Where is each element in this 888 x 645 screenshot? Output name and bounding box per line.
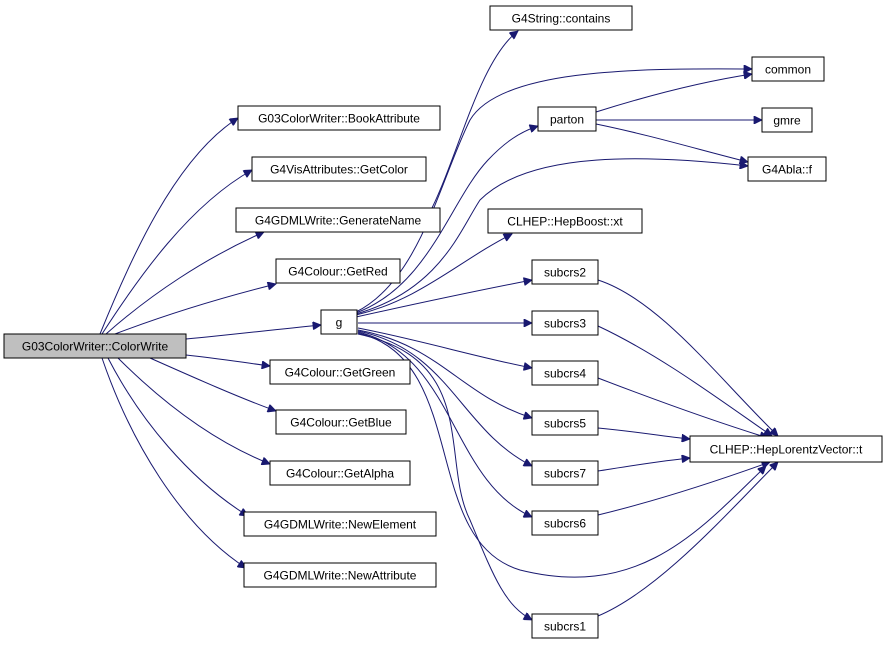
node-getred[interactable]: G4Colour::GetRed <box>275 258 401 284</box>
edge-g-hepboost <box>355 233 512 316</box>
node-label: G4Colour::GetRed <box>288 265 387 279</box>
edge-subcrs6-heplv <box>597 462 770 516</box>
node-label: common <box>765 63 811 77</box>
node-label: subcrs4 <box>544 367 586 381</box>
nodes: G03ColorWriter::ColorWrite G03ColorWrite… <box>3 5 883 639</box>
node-newelement[interactable]: G4GDMLWrite::NewElement <box>243 511 437 537</box>
node-label: G4GDMLWrite::NewAttribute <box>264 569 417 583</box>
node-g4ablaf[interactable]: G4Abla::f <box>747 156 827 182</box>
edge-subcrs1-heplv <box>597 462 778 617</box>
node-contains[interactable]: G4String::contains <box>489 5 633 31</box>
edge-subcrs3-heplv <box>597 325 772 436</box>
node-label: G4Abla::f <box>762 163 813 177</box>
edge-colorwrite-getgreen <box>185 354 270 366</box>
node-label: CLHEP::HepBoost::xt <box>507 215 623 229</box>
edge-g-heplv <box>357 332 766 578</box>
edge-subcrs7-heplv <box>597 458 690 472</box>
node-label: G03ColorWriter::ColorWrite <box>22 340 169 354</box>
edge-colorwrite-getblue <box>149 357 276 411</box>
edge-g-parton <box>355 126 538 314</box>
node-bookattr[interactable]: G03ColorWriter::BookAttribute <box>237 105 441 131</box>
node-genname[interactable]: G4GDMLWrite::GenerateName <box>235 207 441 233</box>
node-subcrs7[interactable]: subcrs7 <box>531 460 599 486</box>
node-colorwrite[interactable]: G03ColorWriter::ColorWrite <box>3 333 187 359</box>
node-getalpha[interactable]: G4Colour::GetAlpha <box>269 460 411 486</box>
node-subcrs1[interactable]: subcrs1 <box>531 613 599 639</box>
edge-colorwrite-newattr <box>101 357 246 568</box>
node-label: G4GDMLWrite::GenerateName <box>255 214 422 228</box>
edge-g-subcrs7 <box>357 330 532 467</box>
node-label: subcrs1 <box>544 620 586 634</box>
edge-colorwrite-getalpha <box>117 357 270 464</box>
node-label: subcrs5 <box>544 417 586 431</box>
node-common[interactable]: common <box>751 56 825 82</box>
edge-colorwrite-g <box>185 325 321 340</box>
edges <box>99 31 778 621</box>
node-label: parton <box>550 113 584 127</box>
edge-colorwrite-genname <box>105 232 264 335</box>
node-gmre[interactable]: gmre <box>761 107 813 133</box>
edge-parton-common <box>595 74 752 113</box>
node-getcolor[interactable]: G4VisAttributes::GetColor <box>251 156 427 182</box>
edge-subcrs5-heplv <box>597 427 690 439</box>
node-getgreen[interactable]: G4Colour::GetGreen <box>269 359 411 385</box>
node-label: G4String::contains <box>512 12 611 26</box>
node-label: subcrs2 <box>544 266 586 280</box>
edge-colorwrite-bookattr <box>99 118 238 335</box>
edge-g-subcrs5 <box>357 329 532 418</box>
edge-parton-g4ablaf <box>595 123 748 162</box>
node-label: subcrs3 <box>544 317 586 331</box>
edge-subcrs4-heplv <box>597 377 768 438</box>
node-g[interactable]: g <box>320 309 358 335</box>
node-label: subcrs6 <box>544 517 586 531</box>
node-label: G4Colour::GetGreen <box>285 366 396 380</box>
node-label: G4GDMLWrite::NewElement <box>264 518 417 532</box>
node-getblue[interactable]: G4Colour::GetBlue <box>275 409 407 435</box>
node-label: g <box>336 316 343 330</box>
edge-g-subcrs1 <box>357 333 532 621</box>
node-label: gmre <box>773 114 801 128</box>
edge-colorwrite-getcolor <box>101 170 252 335</box>
edge-colorwrite-newelement <box>107 357 248 516</box>
node-newattr[interactable]: G4GDMLWrite::NewAttribute <box>243 562 437 588</box>
node-label: CLHEP::HepLorentzVector::t <box>710 443 863 457</box>
node-subcrs3[interactable]: subcrs3 <box>531 310 599 336</box>
edge-g-subcrs4 <box>357 327 532 368</box>
node-label: subcrs7 <box>544 467 586 481</box>
node-parton[interactable]: parton <box>537 106 597 132</box>
node-subcrs2[interactable]: subcrs2 <box>531 259 599 285</box>
node-label: G03ColorWriter::BookAttribute <box>258 112 420 126</box>
edge-g-common <box>355 69 752 313</box>
node-label: G4VisAttributes::GetColor <box>270 163 408 177</box>
edge-subcrs2-heplv <box>597 279 778 436</box>
edge-g-subcrs6 <box>357 331 532 517</box>
edge-g-subcrs2 <box>355 280 532 318</box>
node-subcrs4[interactable]: subcrs4 <box>531 360 599 386</box>
node-subcrs6[interactable]: subcrs6 <box>531 510 599 536</box>
node-subcrs5[interactable]: subcrs5 <box>531 410 599 436</box>
node-label: G4Colour::GetBlue <box>290 416 392 430</box>
edge-g-g4ablaf <box>355 158 748 315</box>
edge-genname-contains <box>431 31 518 209</box>
edge-colorwrite-getred <box>114 284 276 335</box>
node-heplv[interactable]: CLHEP::HepLorentzVector::t <box>689 435 883 463</box>
node-hepboost[interactable]: CLHEP::HepBoost::xt <box>487 208 643 234</box>
node-label: G4Colour::GetAlpha <box>286 467 394 481</box>
